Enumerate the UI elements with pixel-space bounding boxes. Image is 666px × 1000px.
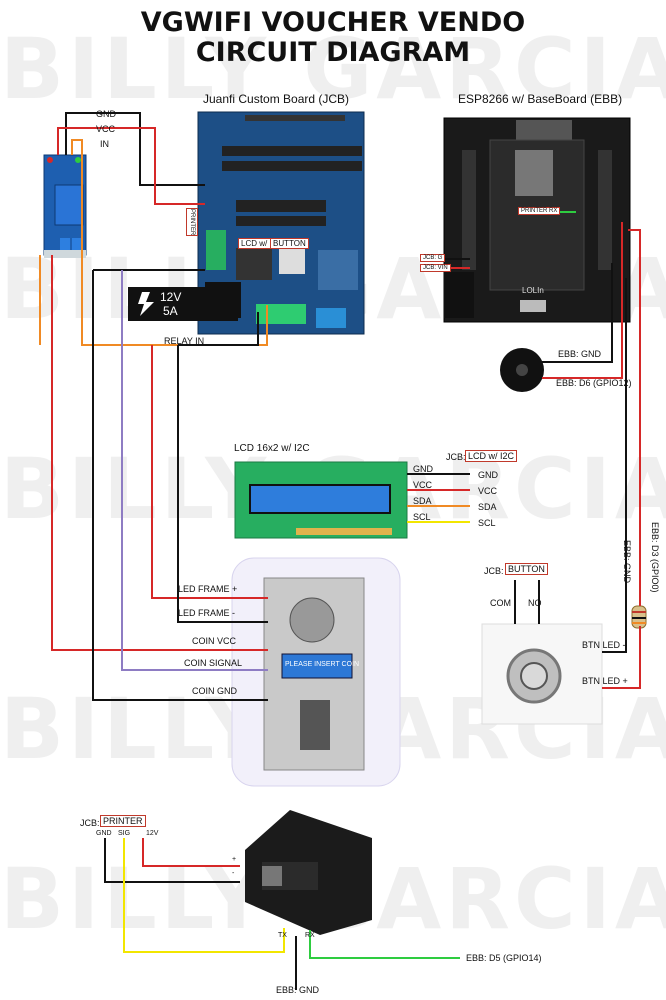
- lcd-module: [234, 461, 408, 539]
- button-ebb-d3-label: EBB: D3 (GPIO0): [650, 522, 660, 593]
- printer-sig-label: SIG: [118, 830, 131, 837]
- printer-ebb-gnd-label: EBB: GND: [276, 985, 320, 995]
- printer-gnd-label: GND: [96, 830, 112, 837]
- ebb-brand: LOLIn: [522, 286, 544, 295]
- coin-led-plus-label: LED FRAME +: [178, 584, 238, 594]
- lcd-pin-sda: SDA: [413, 496, 432, 506]
- relay-vcc-label: VCC: [96, 124, 116, 134]
- resistor: [631, 605, 647, 629]
- jcb-title: Juanfi Custom Board (JCB): [203, 92, 350, 106]
- thermal-printer: [245, 810, 372, 935]
- lcd-jcb-vcc: VCC: [478, 486, 498, 496]
- button-jcb-prefix: JCB:: [484, 566, 504, 576]
- power-voltage: 12V: [160, 290, 182, 304]
- printer-jcb-prefix: JCB:: [80, 818, 100, 828]
- printer-ebb-d5-label: EBB: D5 (GPIO14): [466, 953, 542, 963]
- diagram-title-line2: CIRCUIT DIAGRAM: [195, 37, 471, 68]
- printer-tx-label: TX: [278, 932, 287, 939]
- relay-module: [43, 154, 87, 258]
- buzzer: [500, 348, 544, 392]
- ebb-title: ESP8266 w/ BaseBoard (EBB): [458, 92, 623, 106]
- printer-plus-label: +: [232, 856, 237, 863]
- printer-jcb-tag: PRINTER: [100, 815, 146, 827]
- coin-display: PLEASE INSERT COIN: [285, 661, 360, 668]
- ebb-printer-rx: PRINTER RX: [518, 207, 561, 215]
- jcb-printer-tag: PRINTER: [186, 208, 198, 237]
- lcd-pin-scl: SCL: [413, 512, 431, 522]
- jcb-button-tag: BUTTON: [270, 238, 309, 249]
- lcd-pin-gnd: GND: [413, 464, 433, 474]
- lcd-jcb-tag: LCD w/ I2C: [465, 450, 518, 462]
- button-led-plus-label: BTN LED +: [582, 676, 628, 686]
- diagram-title-line1: VGWIFI VOUCHER VENDO: [140, 7, 526, 38]
- lcd-jcb-gnd: GND: [478, 470, 498, 480]
- button-com-label: COM: [490, 598, 511, 608]
- lcd-jcb-scl: SCL: [478, 518, 496, 528]
- lightning-icon: [138, 292, 154, 316]
- ebb-board: [443, 117, 631, 323]
- relay-in-label: IN: [100, 139, 109, 149]
- ebb-tag-vin: JCB: VIN: [420, 264, 451, 272]
- relay-gnd-label: GND: [96, 109, 116, 119]
- button-jcb-tag: BUTTON: [505, 563, 548, 575]
- push-button: [481, 623, 603, 725]
- coin-gnd-label: COIN GND: [192, 686, 237, 696]
- coin-slot: [231, 557, 401, 787]
- lcd-jcb-sda: SDA: [478, 502, 497, 512]
- printer-rx-label: RX: [305, 932, 315, 939]
- button-led-minus-label: BTN LED -: [582, 640, 626, 650]
- button-ebb-gnd-label: EBB: GND: [622, 540, 632, 584]
- relay-in-wire-label: RELAY IN: [164, 336, 205, 346]
- watermark: BILLY GARCIA: [0, 20, 666, 118]
- ebb-tag-g: JCB: G: [420, 254, 446, 262]
- printer-12v-label: 12V: [146, 830, 159, 837]
- lcd-title: LCD 16x2 w/ I2C: [234, 443, 310, 454]
- power-current: 5A: [163, 304, 178, 318]
- lcd-jcb-prefix: JCB:: [446, 452, 466, 462]
- lcd-pin-vcc: VCC: [413, 480, 433, 490]
- button-no-label: NO: [528, 598, 542, 608]
- coin-vcc-label: COIN VCC: [192, 636, 237, 646]
- coin-led-minus-label: LED FRAME -: [178, 608, 236, 618]
- coin-signal-label: COIN SIGNAL: [184, 658, 243, 668]
- buzzer-d6-label: EBB: D6 (GPIO12): [556, 378, 632, 388]
- buzzer-gnd-label: EBB: GND: [558, 349, 602, 359]
- printer-minus-label: -: [232, 870, 235, 877]
